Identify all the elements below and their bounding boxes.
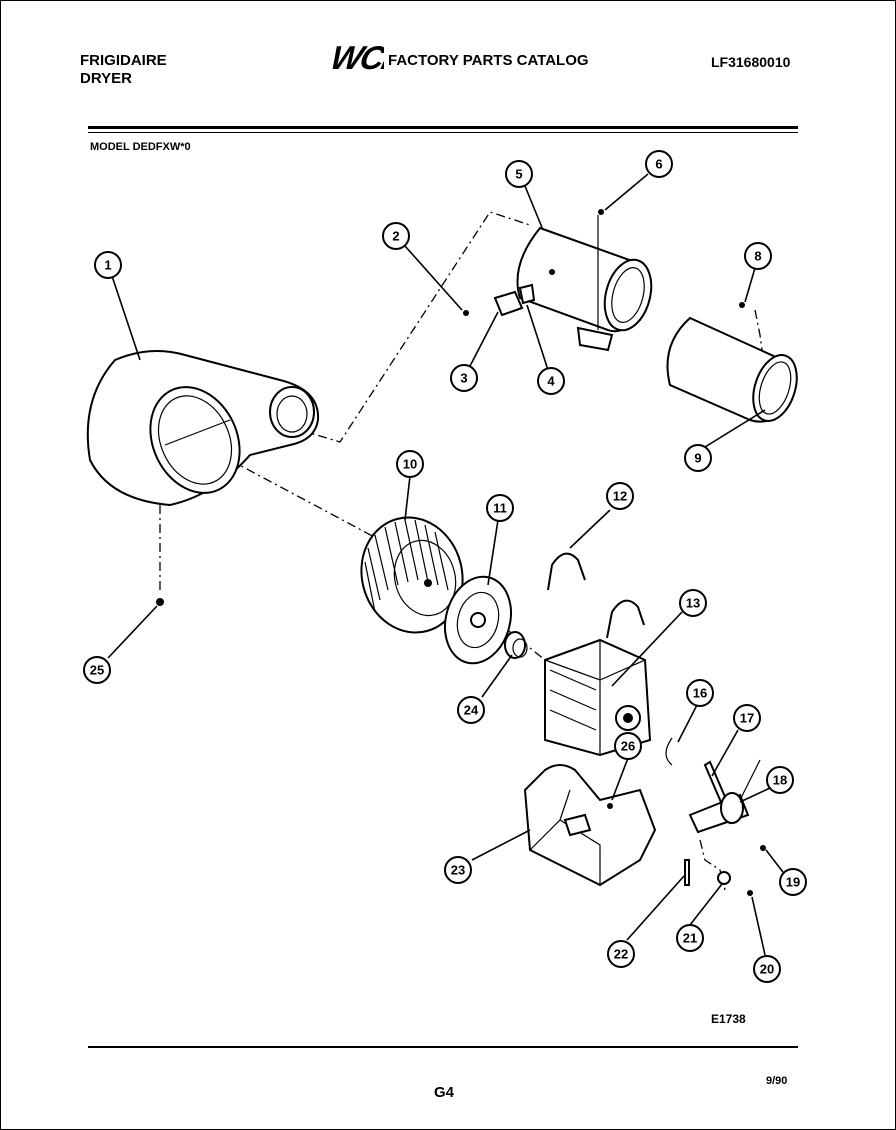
callout-13-label: 13	[686, 596, 700, 611]
callout-2: 2	[382, 222, 410, 250]
callout-24-label: 24	[464, 703, 479, 718]
callout-12: 12	[606, 482, 634, 510]
logo-text: WCI	[327, 40, 384, 74]
callout-9: 9	[684, 444, 712, 472]
motor-clamps	[547, 552, 645, 639]
callout-4-label: 4	[547, 374, 555, 389]
motor	[544, 638, 652, 757]
callout-19: 19	[779, 868, 807, 896]
callout-9-label: 9	[694, 451, 701, 466]
callout-22: 22	[607, 940, 635, 968]
idler-assembly	[665, 737, 766, 896]
callout-1: 1	[94, 251, 122, 279]
blower-housing	[86, 350, 320, 507]
brand-block: FRIGIDAIRE DRYER	[80, 52, 167, 88]
callout-10: 10	[396, 450, 424, 478]
callout-17-label: 17	[740, 711, 754, 726]
callout-21: 21	[676, 924, 704, 952]
callout-5-label: 5	[515, 167, 522, 182]
callout-6-label: 6	[655, 157, 662, 172]
callout-18: 18	[766, 766, 794, 794]
callout-11-label: 11	[493, 501, 507, 516]
catalog-number: LF31680010	[711, 54, 791, 70]
callout-26: 26	[614, 732, 642, 760]
callout-8-label: 8	[754, 249, 761, 264]
callout-16: 16	[686, 679, 714, 707]
callout-19-label: 19	[786, 875, 800, 890]
product-name: DRYER	[80, 70, 132, 87]
header-rule-thin	[88, 132, 798, 133]
alignment-lines	[159, 211, 763, 891]
callout-20: 20	[753, 955, 781, 983]
callout-17: 17	[733, 704, 761, 732]
figure-code: E1738	[711, 1012, 746, 1026]
callout-2-label: 2	[392, 229, 399, 244]
callout-4: 4	[537, 367, 565, 395]
callout-21-label: 21	[683, 931, 697, 946]
heater-duct	[516, 209, 653, 352]
callout-23-label: 23	[451, 863, 465, 878]
callout-11: 11	[486, 494, 514, 522]
header-rule	[88, 126, 798, 129]
footer-rule	[88, 1046, 798, 1048]
callout-3: 3	[450, 364, 478, 392]
callout-18-label: 18	[773, 773, 787, 788]
coupling	[504, 631, 528, 659]
callout-24: 24	[457, 696, 485, 724]
callout-3-label: 3	[460, 371, 467, 386]
callout-5: 5	[505, 160, 533, 188]
motor-mount	[523, 764, 657, 887]
seal-plate	[444, 575, 512, 665]
callout-1-label: 1	[104, 258, 111, 273]
thermostat-assembly	[463, 269, 555, 317]
callout-13: 13	[679, 589, 707, 617]
callout-8: 8	[744, 242, 772, 270]
callout-26-label: 26	[621, 739, 635, 754]
catalog-date: 9/90	[766, 1075, 788, 1087]
callout-12-label: 12	[613, 489, 627, 504]
catalog-title: FACTORY PARTS CATALOG	[388, 52, 589, 69]
blower-wheel	[360, 516, 464, 634]
callout-25: 25	[83, 656, 111, 684]
brand-name: FRIGIDAIRE	[80, 52, 167, 69]
callout-10-label: 10	[403, 457, 417, 472]
page-number: G4	[434, 1084, 455, 1101]
model-label: MODEL DEDFXW*0	[90, 141, 191, 153]
callout-20-label: 20	[760, 962, 774, 977]
leader-lines	[107, 173, 787, 956]
callout-16-label: 16	[693, 686, 707, 701]
exhaust-duct	[666, 302, 798, 423]
wci-logo: WCI	[327, 40, 384, 74]
callout-22-label: 22	[614, 947, 628, 962]
callout-25-label: 25	[90, 663, 104, 678]
callout-6: 6	[645, 150, 673, 178]
callout-23: 23	[444, 856, 472, 884]
screw-25	[156, 598, 164, 606]
